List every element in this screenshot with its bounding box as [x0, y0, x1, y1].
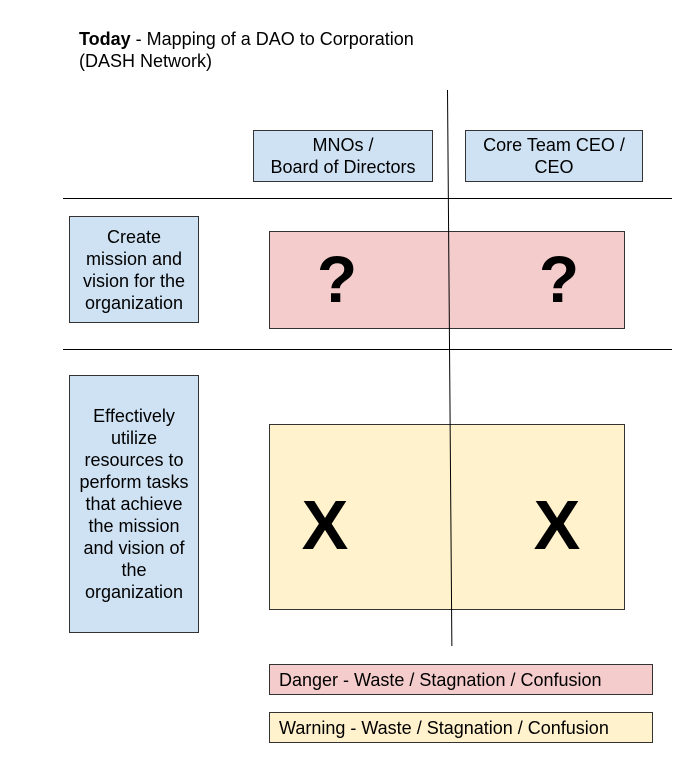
column-header-mnos-line1: MNOs /	[312, 135, 374, 155]
title-bold: Today	[79, 29, 131, 49]
grid-line-top	[63, 198, 672, 199]
column-header-ceo: Core Team CEO / CEO	[465, 130, 643, 182]
title-rest: - Mapping of a DAO to Corporation	[130, 29, 414, 49]
title-line-2: (DASH Network)	[79, 51, 213, 71]
question-mark-mnos: ?	[316, 242, 358, 316]
warning-cell-row2	[269, 424, 625, 610]
row-label-mission: Create mission and vision for the organi…	[69, 216, 199, 323]
title-line-1: Today - Mapping of a DAO to Corporation	[79, 28, 414, 50]
column-header-ceo-line1: Core Team CEO /	[483, 135, 625, 155]
x-mark-ceo: X	[533, 486, 581, 564]
question-mark-ceo: ?	[538, 242, 580, 316]
column-header-mnos: MNOs / Board of Directors	[253, 130, 433, 182]
danger-cell-row1	[269, 231, 625, 329]
legend-danger: Danger - Waste / Stagnation / Confusion	[269, 664, 653, 695]
diagram-title: Today - Mapping of a DAO to Corporation …	[79, 28, 414, 72]
row-label-resources: Effectively utilize resources to perform…	[69, 375, 199, 633]
legend-warning: Warning - Waste / Stagnation / Confusion	[269, 712, 653, 743]
grid-line-middle	[63, 349, 672, 350]
x-mark-mnos: X	[301, 486, 349, 564]
column-header-mnos-line2: Board of Directors	[270, 157, 416, 177]
row-label-resources-text: Effectively utilize resources to perform…	[79, 406, 189, 602]
column-header-ceo-line2: CEO	[534, 157, 574, 177]
row-label-mission-text: Create mission and vision for the organi…	[82, 226, 186, 313]
